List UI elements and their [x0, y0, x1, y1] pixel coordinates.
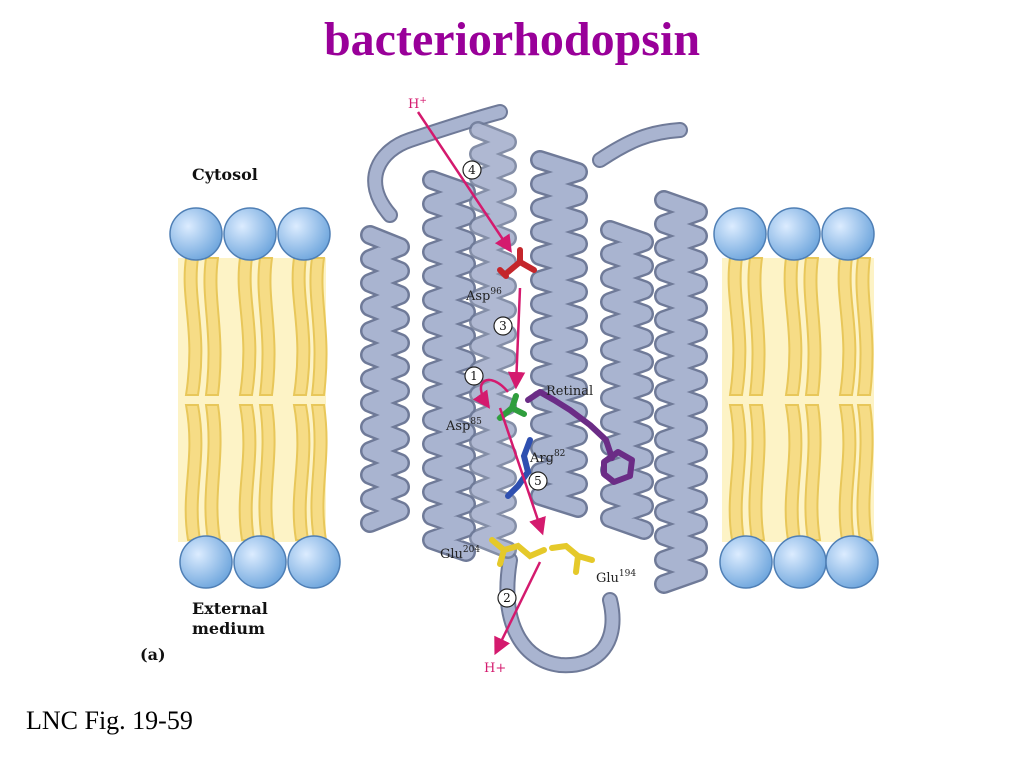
residue-retinal: [525, 389, 635, 485]
proton-arrow-entry: [416, 111, 512, 253]
step-marker-4: 4: [462, 160, 482, 180]
external-medium-label-line2: medium: [192, 619, 265, 638]
proton-top-label: H+: [408, 96, 427, 112]
residue-glu204: [489, 537, 547, 567]
proton-path: [416, 111, 546, 656]
step-markers: 4 3 1 5 2: [462, 160, 548, 608]
right-lipid-tails: [727, 257, 874, 541]
slide-title: bacteriorhodopsin: [323, 13, 701, 66]
arg82-label: Arg82: [529, 449, 565, 466]
proton-arrow-retinal-asp85: [472, 378, 509, 409]
step-marker-2: 2: [497, 588, 517, 608]
step-marker-3: 3: [493, 316, 513, 336]
retinal-label: Retinal: [546, 384, 593, 399]
residue-asp96: [497, 247, 537, 279]
glu204-label: Glu204: [440, 545, 480, 562]
residue-glu194: [549, 542, 595, 575]
proton-bottom-label: H+: [484, 661, 506, 676]
external-medium-label-line1: External: [192, 599, 268, 618]
svg-text:2: 2: [503, 591, 511, 605]
step-marker-5: 5: [528, 471, 548, 491]
protein-helices: [360, 104, 708, 674]
svg-text:1: 1: [470, 369, 478, 383]
step-marker-1: 1: [464, 366, 484, 386]
proton-arrow-to-glu: [498, 407, 546, 536]
cytosol-label: Cytosol: [192, 165, 258, 184]
asp85-label: Asp85: [445, 417, 482, 434]
residue-asp85: [497, 393, 527, 421]
panel-label: (a): [140, 645, 166, 664]
asp96-label: Asp96: [465, 287, 502, 304]
glu194-label: Glu194: [596, 569, 636, 586]
svg-text:3: 3: [499, 319, 507, 333]
left-membrane: [169, 207, 341, 589]
left-lipid-tails: [183, 257, 328, 541]
proton-arrow-exit: [494, 561, 542, 656]
right-lipid-heads: [713, 207, 879, 589]
residue-arg82: [505, 437, 533, 499]
svg-text:4: 4: [468, 163, 476, 177]
proton-arrow-asp96-retinal: [507, 287, 526, 390]
right-membrane: [713, 207, 879, 589]
left-lipid-heads: [169, 207, 341, 589]
svg-text:5: 5: [534, 474, 542, 488]
figure-caption: LNC Fig. 19-59: [26, 706, 193, 735]
